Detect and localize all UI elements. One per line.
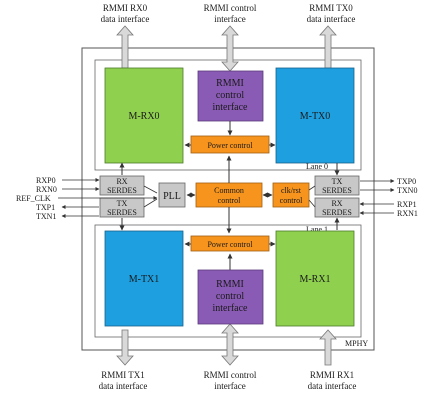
signal-txn0: TXN0 (397, 186, 417, 195)
clk-rst-control-block (272, 182, 310, 208)
power-control-top-label: Power control (207, 141, 253, 150)
m-tx0-block (275, 67, 355, 164)
pll-label: PLL (163, 191, 181, 202)
m-tx0-label: M-TX0 (300, 111, 331, 122)
label-rmmi-rx1-line1: RMMI RX1 (310, 370, 354, 380)
tx-serdes-left-line1: TX (117, 199, 128, 208)
rx-serdes-right-line1: RX (331, 199, 342, 208)
line-serdes-to-pll-bottom (143, 198, 158, 208)
rmmi-ctrl-bottom-line3: interface (213, 303, 249, 314)
label-rmmi-tx0-line2: data interface (307, 14, 356, 24)
signal-rxn0: RXN0 (36, 185, 57, 194)
tx-serdes-right-block (314, 175, 360, 196)
m-rx1-block (275, 230, 355, 327)
arrow-rx1-bottom (319, 329, 337, 366)
label-rmmi-tx1-line2: data interface (99, 381, 148, 391)
label-rmmi-ctrl-top-line1: RMMI control (204, 3, 257, 13)
arrow-rx0-top (116, 25, 134, 69)
arrow-ctrl-bottom (221, 323, 239, 366)
label-rmmi-ctrl-top-line2: interface (214, 14, 245, 24)
signal-txn1: TXN1 (36, 212, 56, 221)
clk-rst-control-line2: control (280, 196, 303, 205)
signal-rxp1: RXP1 (397, 200, 417, 209)
power-control-bottom-label: Power control (207, 240, 253, 249)
rx-serdes-right-line2: SERDES (322, 208, 352, 217)
label-rmmi-rx1-line2: data interface (308, 381, 357, 391)
signal-txp1: TXP1 (36, 203, 55, 212)
rmmi-ctrl-bottom-line1: RMMI (216, 279, 244, 290)
clk-rst-control-line1: clk/rst (281, 186, 302, 195)
signal-ref-clk: REF_CLK (16, 194, 51, 203)
m-rx0-label: M-RX0 (128, 111, 159, 122)
rmmi-ctrl-top-line1: RMMI (216, 78, 244, 89)
label-rmmi-tx0-line1: RMMI TX0 (309, 3, 353, 13)
rmmi-ctrl-top-line3: interface (213, 102, 249, 113)
m-rx1-label: M-RX1 (299, 274, 330, 285)
line-clkrst-to-rxserdes (308, 199, 316, 208)
label-rmmi-rx0-line1: RMMI RX0 (103, 3, 148, 13)
m-tx1-block (104, 230, 184, 327)
rmmi-ctrl-top-block (197, 70, 264, 122)
common-control-block (195, 182, 263, 208)
signal-rxn1: RXN1 (397, 209, 418, 218)
tx-serdes-right-line2: SERDES (322, 186, 352, 195)
rmmi-ctrl-top-line2: control (216, 90, 245, 101)
rx-serdes-left-line2: SERDES (107, 186, 137, 195)
rx-serdes-left-line1: RX (116, 177, 127, 186)
line-serdes-to-pll-top (143, 185, 158, 194)
tx-serdes-left-line2: SERDES (107, 208, 137, 217)
rx-serdes-left-block (99, 175, 145, 196)
signal-txp0: TXP0 (397, 177, 416, 186)
line-clkrst-to-txserdes (308, 185, 316, 191)
m-rx0-block (104, 67, 184, 164)
arrow-ctrl-top (221, 25, 239, 72)
arrow-tx1-bottom (116, 329, 134, 366)
label-rmmi-rx0-line2: data interface (101, 14, 150, 24)
arrow-tx0-top (319, 25, 337, 69)
label-rmmi-ctrl-bottom-line1: RMMI control (204, 370, 257, 380)
rmmi-ctrl-bottom-block (197, 269, 264, 325)
lane0-label: Lane 0 (306, 162, 328, 171)
label-rmmi-tx1-line1: RMMI TX1 (101, 370, 145, 380)
m-tx1-label: M-TX1 (129, 274, 160, 285)
mphy-label: MPHY (345, 339, 368, 348)
rmmi-ctrl-bottom-line2: control (216, 291, 245, 302)
rx-serdes-right-block (314, 197, 360, 218)
lane1-label: Lane 1 (306, 225, 328, 234)
common-control-line1: Common (214, 186, 244, 195)
pll-block (158, 182, 186, 208)
tx-serdes-right-line1: TX (332, 177, 343, 186)
label-rmmi-ctrl-bottom-line2: interface (214, 381, 245, 391)
common-control-line2: control (218, 196, 241, 205)
signal-rxp0: RXP0 (36, 176, 56, 185)
